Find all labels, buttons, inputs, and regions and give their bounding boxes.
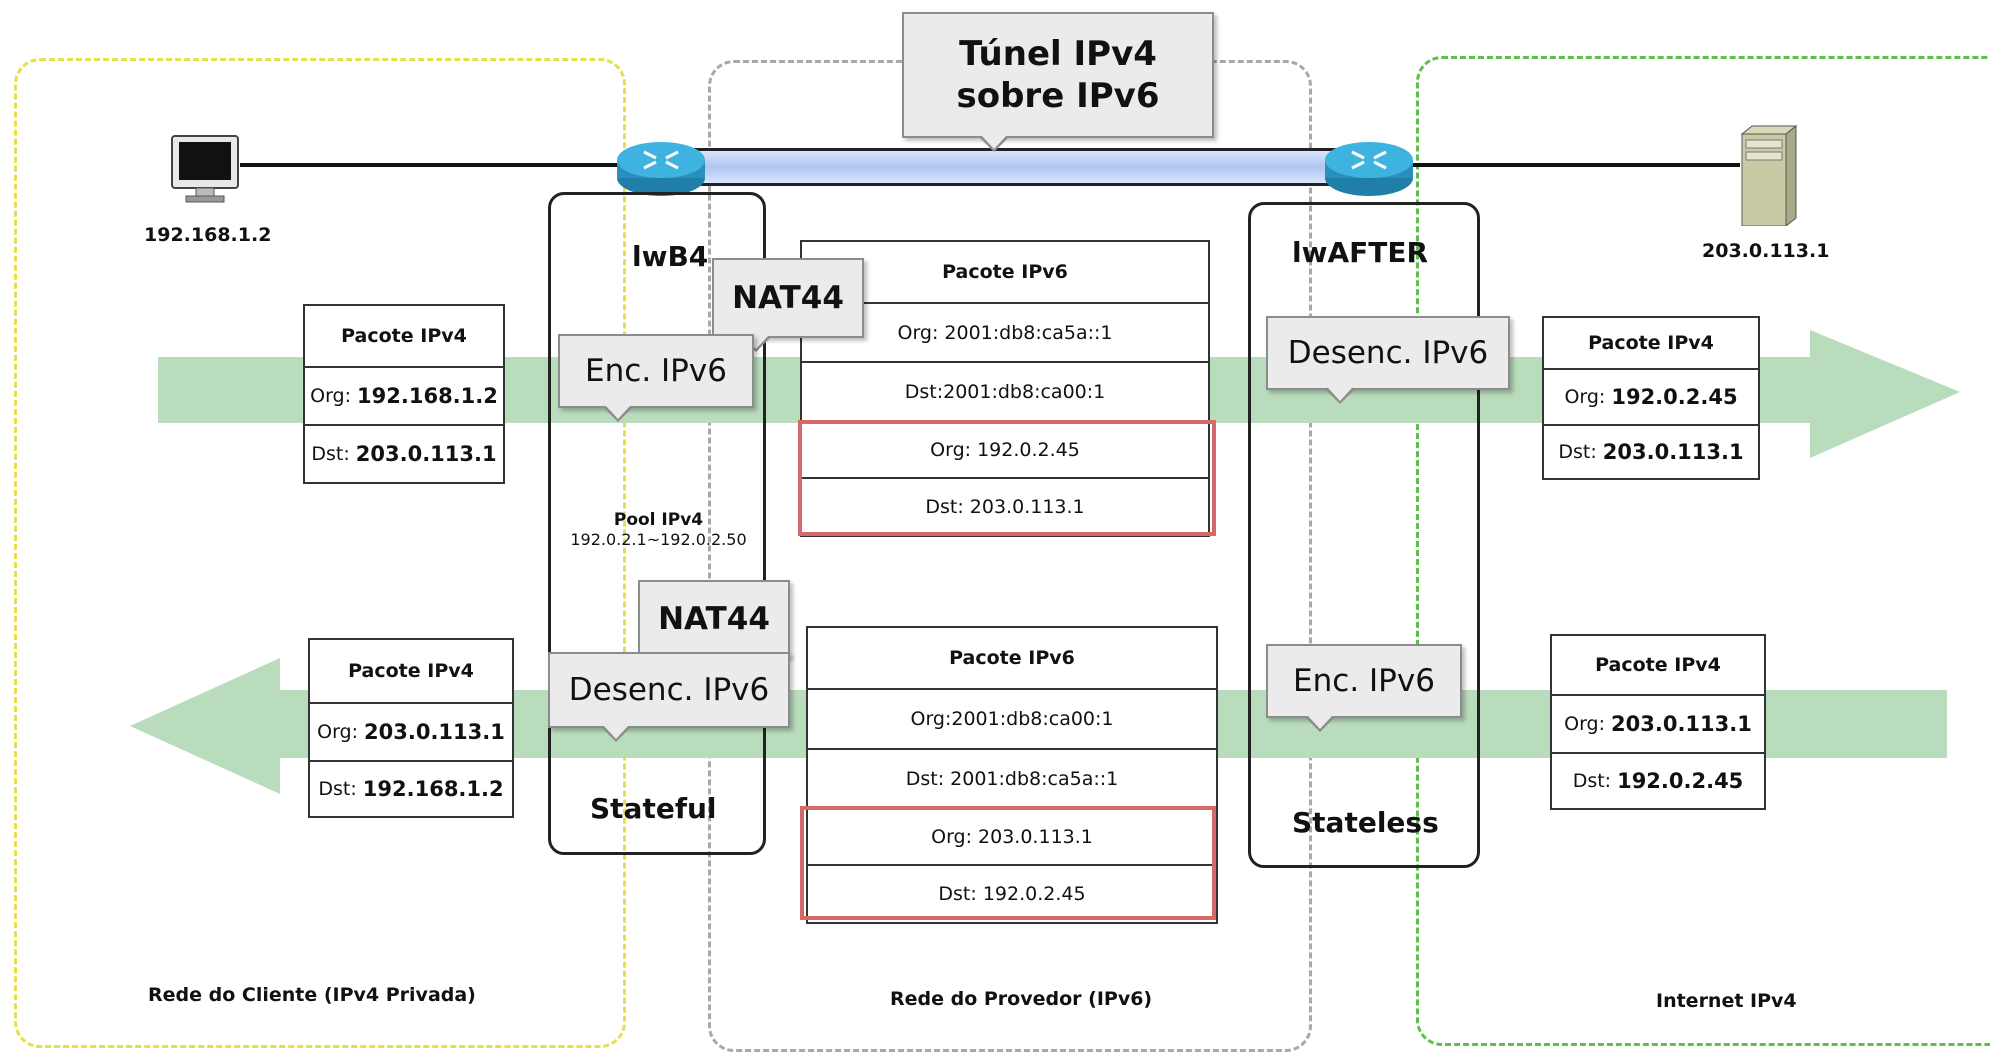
lwb4-mode-label: Stateful [590, 792, 717, 825]
tunnel-callout: Túnel IPv4 sobre IPv6 [902, 12, 1214, 138]
packet-dst-row: Dst:192.0.2.45 [1552, 752, 1764, 808]
client-network-label: Rede do Cliente (IPv4 Privada) [148, 984, 476, 1006]
enc-ipv6-callout-top: Enc. IPv6 [558, 334, 754, 408]
client-link-line [240, 163, 620, 167]
packet-ipv4-bottom-left: Pacote IPv4 Org:203.0.113.1 Dst:192.168.… [308, 638, 514, 818]
packet-title: Pacote IPv4 [341, 325, 467, 347]
server-ip-label: 203.0.113.1 [1702, 240, 1830, 262]
server-icon [1740, 124, 1798, 226]
packet-org-row: Org:192.0.2.45 [1544, 368, 1758, 424]
nat44-callout-bottom: NAT44 [638, 580, 790, 658]
packet-title: Pacote IPv4 [1588, 332, 1714, 354]
packet-dst-row: Dst:203.0.113.1 [1544, 424, 1758, 478]
packet-ipv6-bottom: Pacote IPv6 Org:2001:db8:ca00:1 Dst: 200… [806, 626, 1218, 924]
packet-ipv6-dst-row: Dst: 2001:db8:ca5a::1 [808, 748, 1216, 808]
packet-ipv4-dst-row: Dst: 192.0.2.45 [808, 864, 1216, 922]
internet-label: Internet IPv4 [1656, 990, 1797, 1012]
tunnel-title-line1: Túnel IPv4 [959, 34, 1157, 74]
client-ip-label: 192.168.1.2 [144, 224, 272, 246]
outbound-arrow-head [1810, 330, 1960, 458]
lwb4-node [548, 192, 766, 855]
desenc-ipv6-callout-bottom-pointer [602, 726, 630, 742]
packet-title: Pacote IPv6 [949, 647, 1075, 669]
packet-ipv4-top-right: Pacote IPv4 Org:192.0.2.45 Dst:203.0.113… [1542, 316, 1760, 480]
tunnel-title-line2: sobre IPv6 [956, 76, 1160, 116]
internet-region [1416, 56, 1990, 1046]
lwb4-router-icon [617, 142, 705, 196]
packet-ipv6-org-row: Org: 2001:db8:ca5a::1 [802, 302, 1208, 361]
packet-ipv6-dst-row: Dst:2001:db8:ca00:1 [802, 361, 1208, 421]
inner-ipv4-header-highlight [798, 420, 1216, 536]
desenc-ipv6-callout-top-pointer [1326, 388, 1354, 404]
client-network-region [14, 58, 626, 1048]
enc-ipv6-callout-bottom: Enc. IPv6 [1266, 644, 1462, 718]
enc-ipv6-callout-top-pointer [604, 406, 632, 422]
desenc-ipv6-callout-bottom: Desenc. IPv6 [548, 652, 790, 728]
ipv4-pool: Pool IPv4 192.0.2.1~192.0.2.50 [556, 510, 761, 549]
packet-ipv6-org-row: Org:2001:db8:ca00:1 [808, 688, 1216, 748]
lwafter-mode-label: Stateless [1292, 806, 1439, 839]
packet-ipv4-bottom-right: Pacote IPv4 Org:203.0.113.1 Dst:192.0.2.… [1550, 634, 1766, 810]
packet-title: Pacote IPv4 [348, 660, 474, 682]
ipv4-pool-range: 192.0.2.1~192.0.2.50 [570, 530, 747, 549]
ipv4-pool-title: Pool IPv4 [613, 510, 704, 530]
server-link-line [1410, 163, 1740, 167]
packet-title: Pacote IPv4 [1595, 654, 1721, 676]
packet-dst-row: Dst:203.0.113.1 [305, 424, 503, 482]
packet-org-row: Org:192.168.1.2 [305, 366, 503, 424]
desenc-ipv6-callout-top: Desenc. IPv6 [1266, 316, 1510, 390]
packet-dst-row: Dst:192.168.1.2 [310, 760, 512, 816]
lwb4-title: lwB4 [632, 240, 709, 273]
packet-ipv4-top-left: Pacote IPv4 Org:192.168.1.2 Dst:203.0.11… [303, 304, 505, 484]
packet-org-row: Org:203.0.113.1 [1552, 694, 1764, 752]
lwafter-node [1248, 202, 1480, 868]
packet-ipv4-dst-row: Dst: 203.0.113.1 [802, 477, 1208, 535]
provider-network-label: Rede do Provedor (IPv6) [890, 988, 1153, 1010]
lwafter-router-icon [1325, 142, 1413, 196]
enc-ipv6-callout-bottom-pointer [1306, 716, 1334, 732]
client-computer-icon [171, 135, 239, 203]
packet-org-row: Org:203.0.113.1 [310, 702, 512, 760]
ipv4-over-ipv6-tunnel [690, 148, 1340, 186]
inbound-arrow-head [130, 658, 280, 794]
packet-ipv6-top: Pacote IPv6 Org: 2001:db8:ca5a::1 Dst:20… [800, 240, 1210, 537]
inner-ipv4-header-highlight [800, 806, 1216, 920]
nat44-callout-top: NAT44 [712, 258, 864, 338]
tunnel-callout-pointer [980, 136, 1008, 152]
lwafter-title: lwAFTER [1292, 236, 1429, 269]
packet-title: Pacote IPv6 [942, 261, 1068, 283]
